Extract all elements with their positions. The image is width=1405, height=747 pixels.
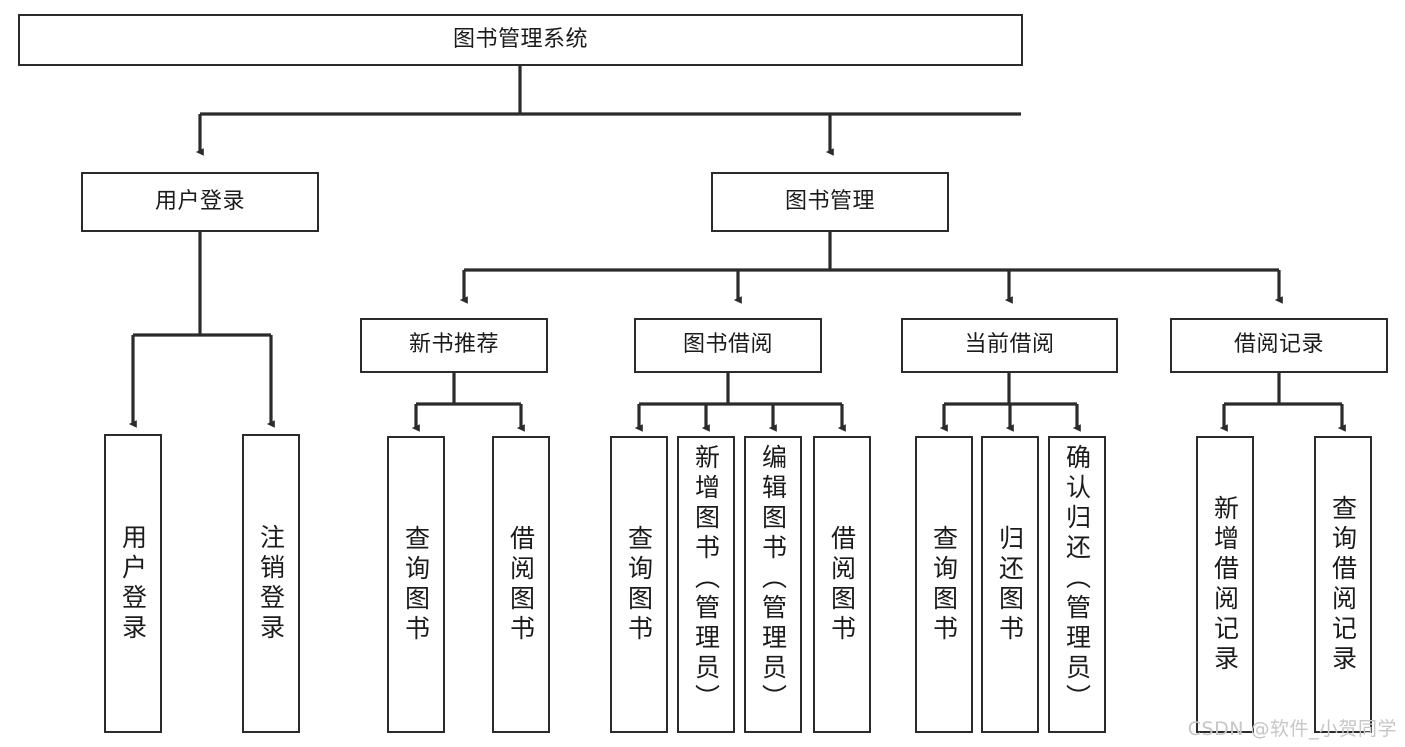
- node-leaf-add-book-admin[interactable]: 新增图书（管理员）: [677, 436, 735, 733]
- node-label: 新增借阅记录: [1210, 494, 1240, 675]
- node-label: 查询图书: [624, 524, 654, 645]
- node-label: 图书借阅: [682, 332, 773, 358]
- node-leaf-query-book-recommend[interactable]: 查询图书: [387, 436, 445, 733]
- node-book-borrow[interactable]: 图书借阅: [634, 318, 822, 373]
- node-leaf-user-login[interactable]: 用户登录: [104, 434, 162, 733]
- node-label: 查询图书: [929, 524, 959, 645]
- node-leaf-user-logout[interactable]: 注销登录: [242, 434, 300, 733]
- node-label: 查询图书: [401, 524, 431, 645]
- node-label: 当前借阅: [964, 332, 1055, 358]
- node-current-borrow[interactable]: 当前借阅: [901, 318, 1118, 373]
- node-label: 编辑图书（管理员）: [758, 444, 788, 714]
- node-borrow-record[interactable]: 借阅记录: [1170, 318, 1388, 373]
- node-leaf-query-book-borrow[interactable]: 查询图书: [610, 436, 668, 733]
- node-library-management-system[interactable]: 图书管理系统: [18, 14, 1023, 66]
- node-leaf-borrow-book[interactable]: 借阅图书: [813, 436, 871, 733]
- node-label: 借阅图书: [506, 524, 536, 645]
- node-label: 借阅记录: [1233, 332, 1324, 358]
- node-leaf-confirm-return-admin[interactable]: 确认归还（管理员）: [1048, 436, 1106, 733]
- node-user-login[interactable]: 用户登录: [81, 172, 319, 232]
- node-book-management[interactable]: 图书管理: [711, 172, 949, 232]
- node-leaf-borrow-book-recommend[interactable]: 借阅图书: [492, 436, 550, 733]
- node-label: 归还图书: [995, 524, 1025, 645]
- node-leaf-query-borrow-record[interactable]: 查询借阅记录: [1314, 436, 1372, 733]
- node-label: 新书推荐: [408, 332, 499, 358]
- watermark-text: CSDN @软件_小贺同学: [1187, 718, 1397, 740]
- node-leaf-add-borrow-record[interactable]: 新增借阅记录: [1196, 436, 1254, 733]
- node-label: 注销登录: [256, 523, 286, 644]
- node-label: 新增图书（管理员）: [691, 444, 721, 714]
- node-leaf-return-book[interactable]: 归还图书: [981, 436, 1039, 733]
- node-leaf-query-book-current[interactable]: 查询图书: [915, 436, 973, 733]
- node-label: 确认归还（管理员）: [1062, 444, 1092, 714]
- node-leaf-edit-book-admin[interactable]: 编辑图书（管理员）: [744, 436, 802, 733]
- node-label: 借阅图书: [827, 524, 857, 645]
- node-label: 用户登录: [118, 523, 148, 644]
- node-label: 图书管理: [784, 188, 875, 214]
- node-label: 用户登录: [154, 188, 245, 214]
- node-new-book-recommend[interactable]: 新书推荐: [360, 318, 548, 373]
- node-label: 图书管理系统: [452, 26, 588, 52]
- node-label: 查询借阅记录: [1328, 494, 1358, 675]
